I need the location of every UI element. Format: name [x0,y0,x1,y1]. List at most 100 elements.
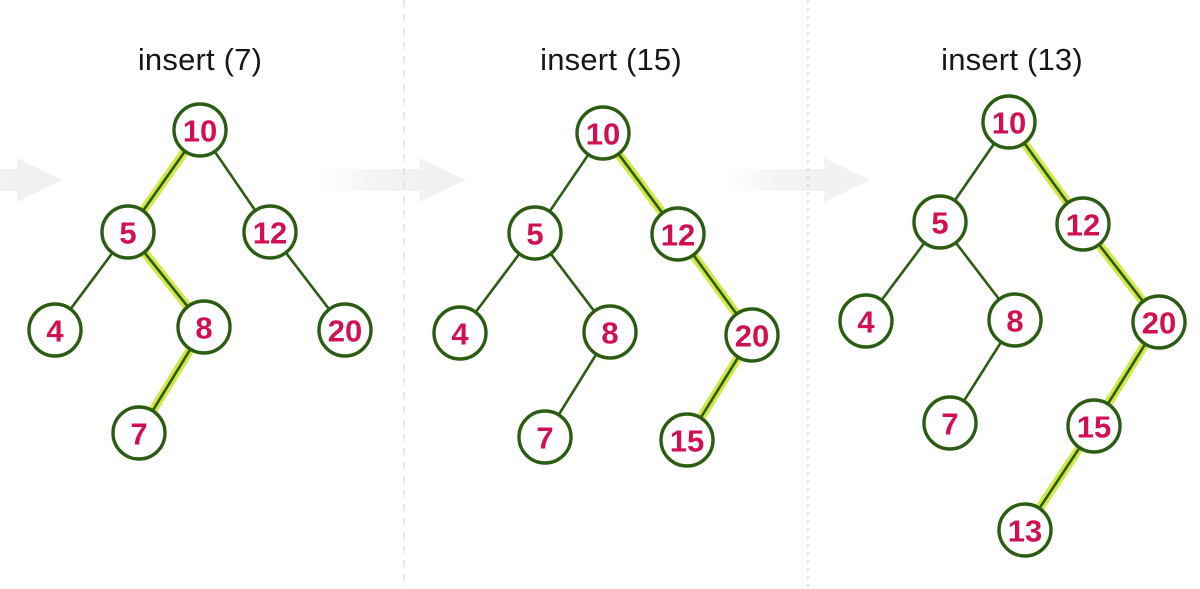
edge-20-15 [698,354,741,421]
tree-node-5[interactable]: 5 [100,204,156,260]
node-label-10: 10 [992,106,1026,141]
tree-node-4[interactable]: 4 [432,305,488,361]
node-circle-8 [582,304,638,360]
arrow-panel-1-to-2-head [420,158,466,202]
tree-node-8[interactable]: 8 [176,299,232,355]
node-label-15: 15 [1077,410,1111,445]
node-label-7: 7 [941,407,958,442]
node-circle-12 [650,206,706,262]
dividers-layer [403,0,810,589]
node-label-12: 12 [253,216,287,251]
edge-5-4 [68,250,115,312]
node-circle-12 [1055,196,1111,252]
panel-insert-13-edges [879,140,1148,511]
arrow-panel-2-to-3-head [824,158,870,202]
tree-node-7[interactable]: 7 [111,405,167,461]
panel-insert-7-edges [68,149,332,413]
tree-node-10[interactable]: 10 [981,94,1037,150]
panel-insert-7: 10 5 12 4 8 20 7 [27,102,373,461]
arrow-into-panel-1-tail [0,169,17,191]
tree-node-12[interactable]: 12 [650,206,706,262]
node-label-8: 8 [601,316,618,351]
node-circle-8 [176,299,232,355]
node-circle-20 [317,302,373,358]
tree-node-20[interactable]: 20 [724,307,780,363]
tree-node-10[interactable]: 10 [172,102,228,158]
tree-node-12[interactable]: 12 [1055,196,1111,252]
arrow-panel-2-to-3-tail [722,169,824,191]
node-label-20: 20 [1142,306,1176,341]
edge-10-12 [212,149,258,213]
arrow-into-panel-1 [0,158,63,202]
edge-10-5 [952,141,997,203]
edge-8-7 [150,347,193,413]
node-label-4: 4 [857,305,875,340]
node-label-20: 20 [328,314,362,349]
tree-node-13[interactable]: 13 [997,502,1053,558]
node-label-4: 4 [451,317,469,352]
edge-5-8 [953,240,1002,302]
tree-node-5[interactable]: 5 [912,194,968,250]
node-label-13: 13 [1008,514,1042,549]
tree-node-15[interactable]: 15 [1066,398,1122,454]
arrows-layer [0,158,870,202]
node-label-8: 8 [1006,304,1023,339]
edge-10-5 [547,152,591,214]
arrow-into-panel-1-head [17,158,63,202]
panel-insert-13: 10 5 12 4 8 20 7 15 13 [838,94,1187,558]
node-circle-10 [172,102,228,158]
tree-node-8[interactable]: 8 [582,304,638,360]
panel-title-insert-15: insert (15) [540,42,682,77]
node-label-7: 7 [536,421,553,456]
arrow-panel-1-to-2 [318,158,466,202]
panel-insert-15: 10 5 12 4 8 20 7 15 [432,105,780,468]
panel-insert-15-highlight-path [612,147,744,425]
node-circle-13 [997,502,1053,558]
node-circle-15 [1066,398,1122,454]
edge-5-4 [473,251,522,315]
edge-10-12 [616,151,665,216]
edge-5-8 [548,251,597,314]
panel-insert-15-edges [473,151,741,421]
tree-node-7[interactable]: 7 [517,409,573,465]
tree-node-4[interactable]: 4 [838,293,894,349]
node-circle-5 [507,205,563,261]
node-circle-8 [987,292,1043,348]
node-circle-10 [575,105,631,161]
tree-node-20[interactable]: 20 [1131,294,1187,350]
node-circle-5 [912,194,968,250]
node-circle-4 [838,293,894,349]
tree-node-5[interactable]: 5 [507,205,563,261]
panel-insert-13-nodes: 10 5 12 4 8 20 7 15 13 [838,94,1187,558]
tree-node-20[interactable]: 20 [317,302,373,358]
edge-10-12 [1022,140,1070,206]
node-label-7: 7 [130,417,147,452]
edge-15-13 [1037,445,1082,511]
tree-node-8[interactable]: 8 [987,292,1043,348]
node-label-20: 20 [735,319,769,354]
node-label-10: 10 [183,114,217,149]
arrow-panel-2-to-3 [722,158,870,202]
node-circle-7 [922,395,978,451]
edge-8-7 [962,339,1003,404]
tree-node-15[interactable]: 15 [659,412,715,468]
node-circle-12 [242,204,298,260]
node-label-10: 10 [586,117,620,152]
node-circle-7 [111,405,167,461]
edge-5-8 [142,250,190,309]
node-circle-7 [517,409,573,465]
tree-node-10[interactable]: 10 [575,105,631,161]
arrow-panel-1-to-2-tail [318,169,420,191]
edge-8-7 [556,351,599,418]
edge-12-20 [1097,242,1145,304]
tree-node-12[interactable]: 12 [242,204,298,260]
node-label-15: 15 [670,424,704,459]
node-label-5: 5 [119,216,136,251]
edge-12-20 [283,250,332,312]
node-circle-4 [27,302,83,358]
node-label-12: 12 [1066,208,1100,243]
tree-node-7[interactable]: 7 [922,395,978,451]
panel-insert-15-nodes: 10 5 12 4 8 20 7 15 [432,105,780,468]
tree-node-4[interactable]: 4 [27,302,83,358]
node-circle-20 [1131,294,1187,350]
